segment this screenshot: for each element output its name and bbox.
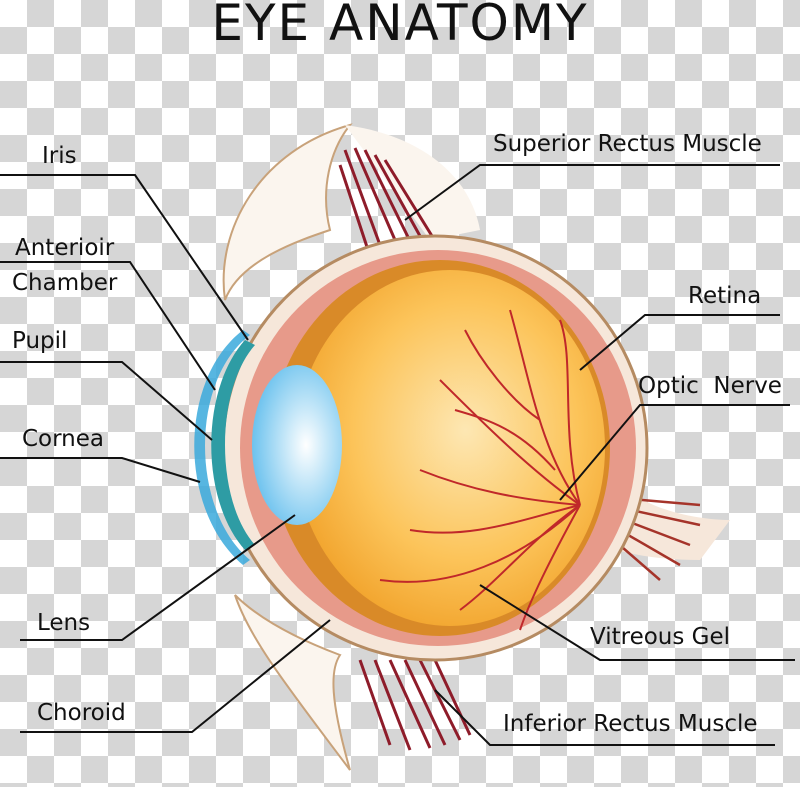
label-superior-rectus: Superior Rectus Muscle (493, 131, 762, 157)
label-inferior-rectus: Inferior Rectus Muscle (503, 711, 758, 737)
cornea (194, 330, 250, 565)
label-lens: Lens (37, 610, 90, 636)
retinal-vessels (379, 309, 581, 631)
vitreous-body (295, 270, 605, 626)
label-optic-nerve: Optic Nerve (638, 373, 782, 399)
label-retina: Retina (688, 283, 761, 309)
label-anterior-chamber-line2: Chamber (12, 270, 118, 296)
label-cornea: Cornea (22, 426, 104, 452)
label-choroid: Choroid (37, 700, 126, 726)
superior-rectus-muscle (338, 147, 434, 251)
label-anterior-chamber-line1: Anterioir (15, 235, 115, 261)
leader-lines (0, 164, 795, 746)
page-title: EYE ANATOMY (211, 0, 588, 52)
optic-nerve (584, 493, 701, 581)
label-pupil: Pupil (12, 328, 67, 354)
label-vitreous-gel: Vitreous Gel (590, 624, 730, 650)
iris (211, 340, 255, 550)
label-iris: Iris (42, 143, 77, 169)
lens (252, 365, 342, 525)
inferior-rectus-muscle (358, 659, 472, 751)
